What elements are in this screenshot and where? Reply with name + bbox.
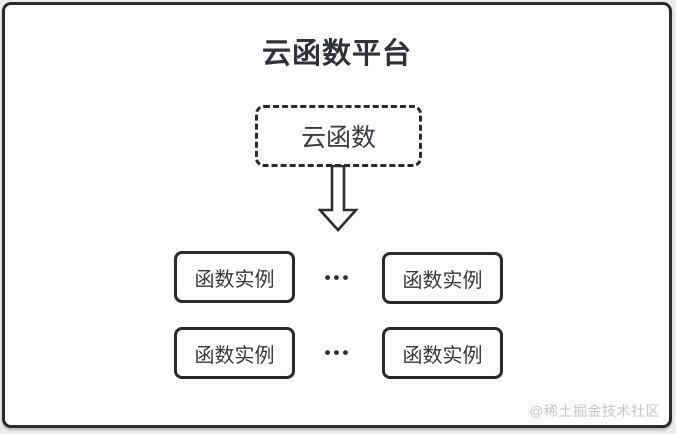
function-instance-label: 函数实例 <box>402 344 483 367</box>
function-instance-box: 函数实例 <box>174 251 295 303</box>
function-instance-label: 函数实例 <box>194 268 275 291</box>
cloud-function-label: 云函数 <box>300 124 376 152</box>
function-instance-box: 函数实例 <box>382 327 503 379</box>
ellipsis-dots: ••• <box>324 343 352 362</box>
function-instance-box: 函数实例 <box>382 252 503 304</box>
function-instance-box: 函数实例 <box>174 327 295 379</box>
function-instance-label: 函数实例 <box>402 269 483 292</box>
down-arrow-icon <box>318 165 358 232</box>
function-instance-label: 函数实例 <box>194 344 275 367</box>
watermark: @稀土掘金技术社区 <box>529 403 660 419</box>
diagram-frame: 云函数平台 云函数 函数实例 ••• 函数实例 函数实例 ••• 函数实例 @稀… <box>2 2 672 428</box>
diagram-title: 云函数平台 <box>261 38 412 70</box>
ellipsis-dots: ••• <box>324 268 352 287</box>
cloud-function-box: 云函数 <box>255 105 422 167</box>
